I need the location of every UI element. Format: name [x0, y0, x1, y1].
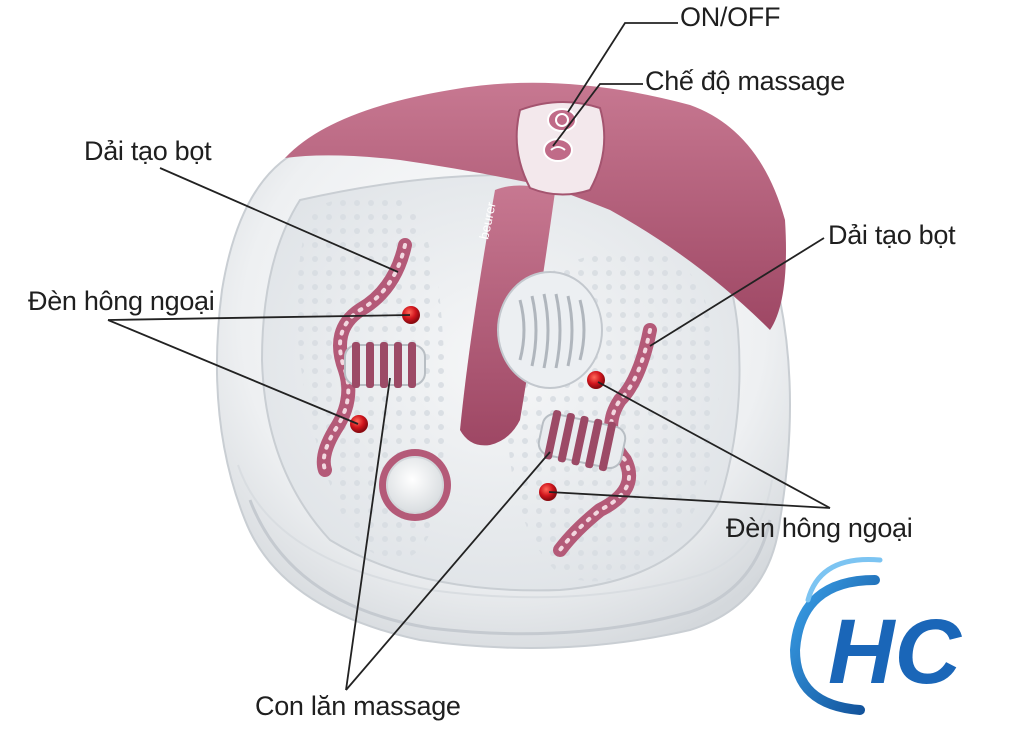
callout-lines [107, 22, 831, 691]
foam-strip-right-holes [558, 328, 652, 552]
label-infrared-left: Đèn hông ngoại [28, 286, 215, 316]
on-off-button[interactable] [555, 113, 569, 127]
label-infrared-right: Đèn hông ngoại [726, 513, 913, 543]
roller-right [537, 410, 627, 472]
hc-logo: HC [789, 557, 962, 715]
infrared-light-right-top [587, 371, 605, 389]
pink-top-cover [285, 82, 786, 331]
label-massage-rollers: Con lăn massage [255, 691, 461, 721]
label-massage-mode: Chế độ massage [645, 66, 845, 96]
label-foam-strip-left: Dải tạo bọt [84, 136, 212, 166]
vent [497, 271, 603, 389]
label-on-off: ON/OFF [680, 2, 781, 32]
infrared-light-left-top [402, 306, 420, 324]
roller-left [344, 342, 426, 388]
label-foam-strip-right: Dải tạo bọt [828, 220, 956, 250]
infrared-light-left-bottom [350, 415, 368, 433]
center-knob[interactable] [379, 449, 451, 521]
hc-logo-text: HC [828, 601, 962, 703]
massage-mode-button[interactable] [550, 146, 566, 151]
infrared-light-right-bottom [539, 483, 557, 501]
